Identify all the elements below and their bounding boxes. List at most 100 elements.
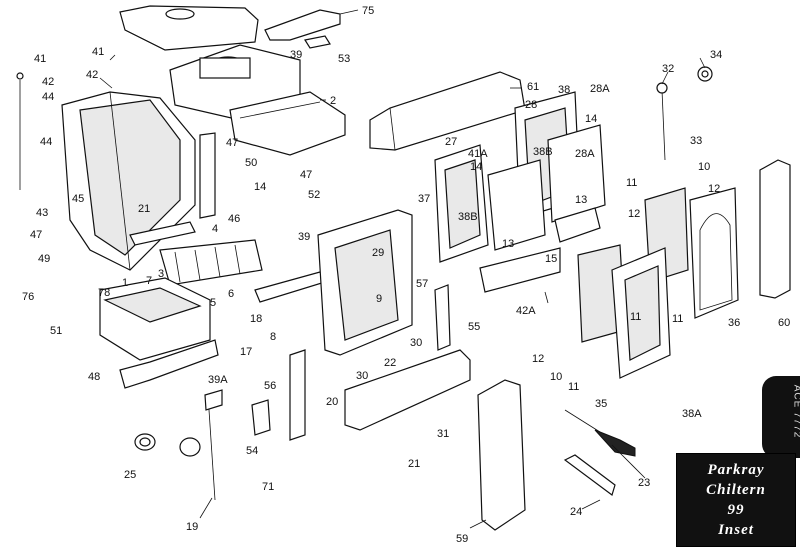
- callout-label: 42: [86, 69, 98, 81]
- callout-label: 55: [468, 321, 480, 333]
- callout-label: 47: [226, 137, 238, 149]
- callout-label: 18: [250, 313, 262, 325]
- callout-label: 14: [254, 181, 266, 193]
- callout-labels: 75 53 39 41 41 42 42 44 44 45 43 2 61 38…: [22, 5, 790, 545]
- callout-label: 52: [308, 189, 320, 201]
- sealing-plate-part: [479, 207, 601, 293]
- inner-door-frame-part: [434, 144, 489, 263]
- callout-label: 76: [22, 291, 34, 303]
- callout-label: 57: [416, 278, 428, 290]
- side-trim-60-part: [759, 159, 791, 299]
- top-plate-part: [119, 5, 259, 51]
- callout-label: 28A: [590, 83, 610, 95]
- callout-label: 78: [98, 287, 110, 299]
- callout-label: 30: [356, 370, 368, 382]
- pillar-56-part: [289, 349, 306, 441]
- callout-label: 33: [690, 135, 702, 147]
- pillar-57-part: [434, 284, 451, 351]
- callout-label: 54: [246, 445, 258, 457]
- callout-label: 46: [228, 213, 240, 225]
- title-line-2: Chiltern: [706, 482, 766, 498]
- callout-label: 13: [502, 238, 514, 250]
- callout-label: 38: [558, 84, 570, 96]
- callout-label: 71: [262, 481, 274, 493]
- trim-21-part: [344, 349, 471, 431]
- callout-label: 49: [38, 253, 50, 265]
- callout-label: 53: [338, 53, 350, 65]
- callout-label: 41A: [468, 148, 488, 160]
- callout-label: 47: [30, 229, 42, 241]
- callout-label: 12: [628, 208, 640, 220]
- small-bracket-part: [304, 35, 331, 49]
- callout-label: 28: [525, 99, 537, 111]
- callout-label: 2: [330, 95, 336, 107]
- flue-spigot-part: [264, 9, 341, 41]
- front-frame-part: [317, 209, 413, 356]
- callout-label: 15: [545, 253, 557, 265]
- callout-label: 12: [532, 353, 544, 365]
- callout-label: 23: [638, 477, 650, 489]
- canopy-hood-part: [369, 71, 526, 151]
- door-36-part: [689, 187, 739, 319]
- callout-label: 13: [575, 194, 587, 206]
- door-panel-38b-part: [487, 159, 546, 251]
- callout-label: 39: [290, 49, 302, 61]
- callout-label: 19: [186, 521, 198, 533]
- bracket-24-part: [563, 454, 616, 496]
- callout-label: 56: [264, 380, 276, 392]
- title-line-3: 99: [727, 502, 745, 518]
- poker-23-part: [564, 409, 636, 457]
- knob-34-part: [697, 66, 713, 82]
- firebox-part: [61, 91, 196, 271]
- callout-label: 59: [456, 533, 468, 545]
- riddler-19-part: [179, 389, 223, 501]
- drawing-code: ACE 7772: [791, 384, 800, 439]
- callout-label: 25: [124, 469, 136, 481]
- callout-label: 7: [146, 275, 152, 287]
- callout-label: 10: [698, 161, 710, 173]
- callout-label: 35: [595, 398, 607, 410]
- bracket-54-part: [251, 399, 271, 436]
- ring-25-part: [134, 433, 156, 451]
- callout-label: 17: [240, 346, 252, 358]
- callout-label: 43: [36, 207, 48, 219]
- callout-label: 11: [626, 177, 637, 189]
- callout-label: 38A: [682, 408, 702, 420]
- callout-label: 61: [527, 81, 539, 93]
- title-box: Parkray Chiltern 99 Inset: [676, 453, 796, 547]
- grate-bars-part: [129, 221, 263, 286]
- drawing-code-tab: ACE 7772: [762, 376, 800, 458]
- callout-label: 48: [88, 371, 100, 383]
- callout-label: 31: [437, 428, 449, 440]
- callout-label: 11: [672, 313, 683, 325]
- door-frame-35-part: [611, 247, 671, 379]
- callout-label: 9: [376, 293, 382, 305]
- tie-rod-part: [16, 72, 24, 190]
- callout-label: 10: [550, 371, 562, 383]
- callout-label: 21: [138, 203, 150, 215]
- callout-label: 60: [778, 317, 790, 329]
- callout-label: 75: [362, 5, 374, 17]
- callout-label: 1: [122, 277, 128, 289]
- callout-label: 37: [418, 193, 430, 205]
- callout-label: 38B: [533, 146, 553, 158]
- front-fire-bars-part: [254, 271, 326, 303]
- callout-label: 44: [42, 91, 54, 103]
- side-cheek-59-part: [477, 379, 526, 531]
- callout-label: 21: [408, 458, 420, 470]
- callout-label: 6: [228, 288, 234, 300]
- callout-label: 11: [630, 311, 641, 323]
- callout-label: 32: [662, 63, 674, 75]
- callout-label: 50: [245, 157, 257, 169]
- callout-label: 51: [50, 325, 62, 337]
- callout-label: 8: [270, 331, 276, 343]
- callout-label: 28A: [575, 148, 595, 160]
- callout-label: 12: [708, 183, 720, 195]
- callout-label: 47: [300, 169, 312, 181]
- callout-label: 39A: [208, 374, 228, 386]
- title-line-4: Inset: [718, 522, 754, 538]
- callout-label: 14: [585, 113, 597, 125]
- baffle-tray-part: [229, 91, 346, 156]
